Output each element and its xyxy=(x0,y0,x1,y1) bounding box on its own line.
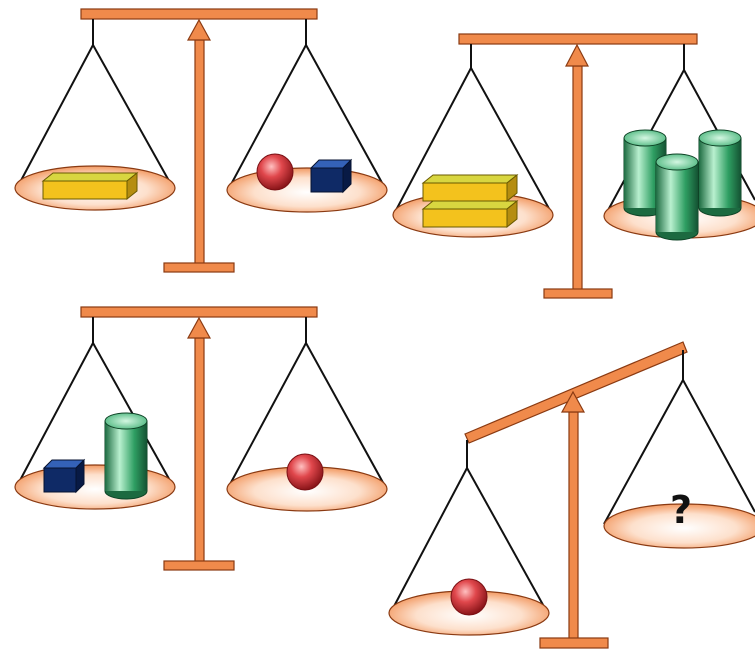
scale-1-blue-cube xyxy=(311,160,351,192)
scale-2-base xyxy=(544,289,612,298)
scale-1-left-ropes xyxy=(17,19,173,188)
scale-3-blue-cube xyxy=(44,460,84,492)
scale-1-base xyxy=(164,263,234,272)
scale-3-base xyxy=(164,561,234,570)
scale-1-beam xyxy=(81,9,317,19)
scale-2-green-cylinder-front xyxy=(656,154,698,240)
scale-1-right-ropes xyxy=(228,19,386,190)
scale-1-right-pan xyxy=(227,168,387,212)
scale-2-post xyxy=(573,66,582,290)
scale-4-red-ball xyxy=(451,579,487,615)
scale-3-red-ball xyxy=(287,454,323,490)
scale-4-base xyxy=(540,638,608,648)
scale-1-post xyxy=(195,40,204,264)
scale-2-beam xyxy=(459,34,697,44)
scale-2-yellow-block-bottom xyxy=(423,201,517,227)
scale-1-arrow xyxy=(188,20,210,40)
scale-4-question-mark: ? xyxy=(670,488,692,532)
scale-3 xyxy=(15,307,387,570)
scale-3-beam xyxy=(81,307,317,317)
scale-4: ? xyxy=(389,342,755,648)
scale-2 xyxy=(393,34,755,298)
scale-1-yellow-block xyxy=(43,173,137,199)
scale-1 xyxy=(15,9,387,272)
scale-3-post xyxy=(195,338,204,562)
scale-1-red-ball xyxy=(257,154,293,190)
scale-3-left-ropes xyxy=(17,317,173,486)
scale-3-arrow xyxy=(188,318,210,338)
scale-4-post xyxy=(569,412,578,640)
scale-2-green-cylinder-right xyxy=(699,130,741,216)
scale-3-left-pan xyxy=(15,465,175,509)
scale-2-yellow-block-top xyxy=(423,175,517,201)
scale-2-arrow xyxy=(566,45,588,66)
scale-3-green-cylinder xyxy=(105,413,147,499)
